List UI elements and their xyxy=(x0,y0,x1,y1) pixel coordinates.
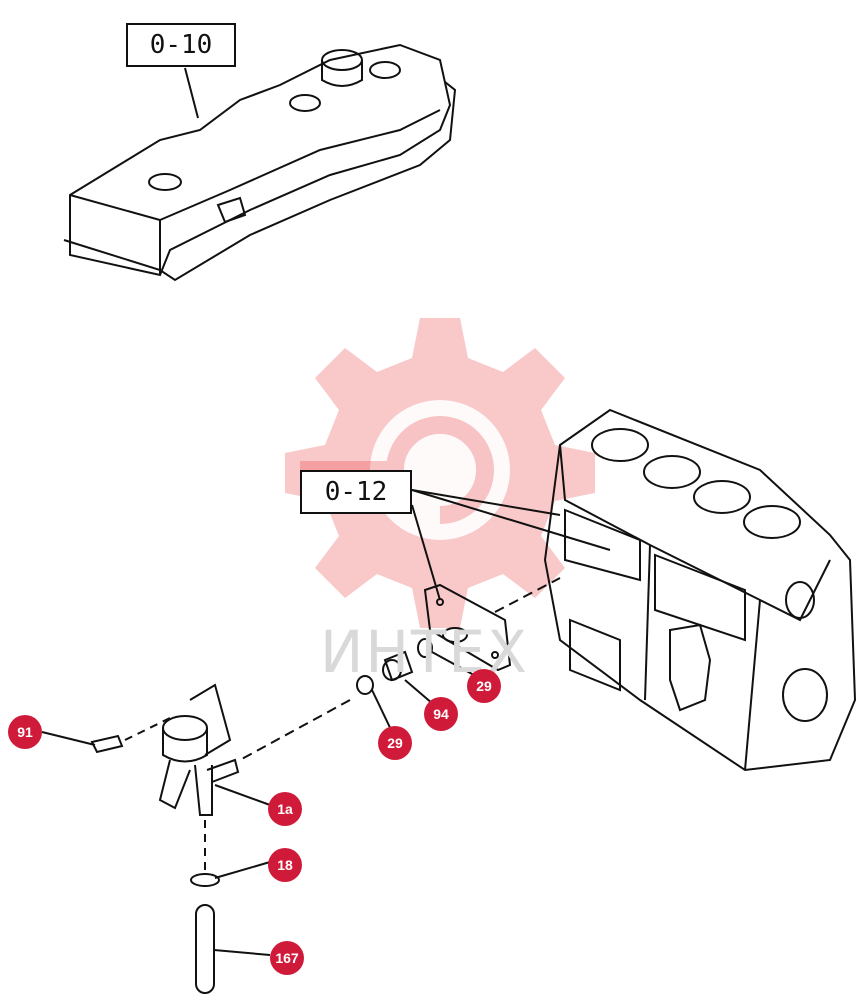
cylinder-block-drawing xyxy=(543,408,857,772)
cover-plate-drawing xyxy=(423,583,512,672)
breather-drawing xyxy=(90,683,240,816)
callout-part-1a[interactable]: 1a xyxy=(268,792,302,826)
clip-drawing xyxy=(190,873,220,887)
callout-part-94[interactable]: 94 xyxy=(424,697,458,731)
fittings-drawing xyxy=(356,638,433,695)
valve-cover-reference-label: 0-10 xyxy=(149,30,213,60)
valve-cover-drawing xyxy=(63,43,457,282)
callout-part-91[interactable]: 91 xyxy=(8,715,42,749)
hose-drawing xyxy=(195,904,215,994)
callout-part-29-lower[interactable]: 29 xyxy=(378,726,412,760)
callout-part-167[interactable]: 167 xyxy=(270,941,304,975)
callout-part-29-upper[interactable]: 29 xyxy=(467,669,501,703)
callout-part-18[interactable]: 18 xyxy=(268,848,302,882)
cylinder-block-reference-label: 0-12 xyxy=(324,477,388,507)
valve-cover-reference-box: 0-10 xyxy=(126,23,236,67)
reference-leaders xyxy=(411,489,611,601)
callout-leaders xyxy=(41,651,484,956)
cylinder-block-reference-box: 0-12 xyxy=(300,470,412,514)
